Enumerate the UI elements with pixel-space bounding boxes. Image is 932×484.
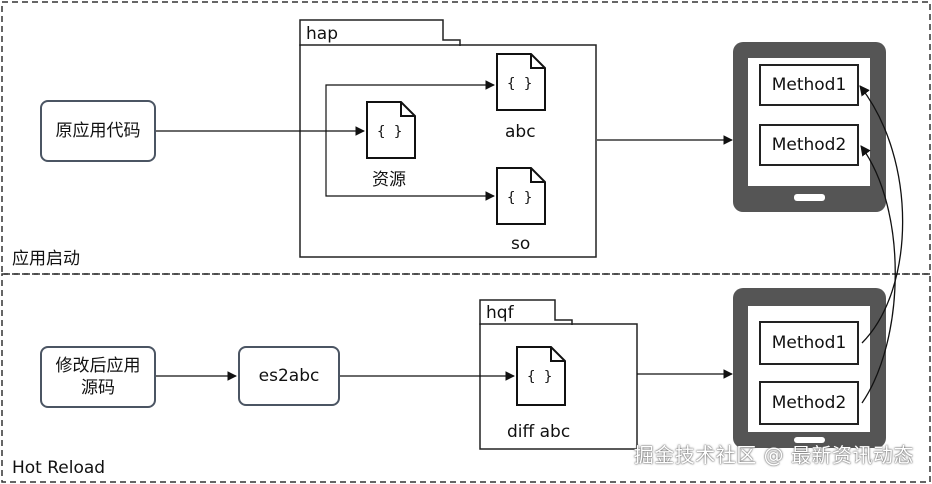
branch-to-so-arrow [325, 131, 495, 201]
top-method2-box: Method2 [759, 124, 859, 166]
so-file-label: so [511, 234, 531, 254]
bottom-method2-label: Method2 [771, 393, 847, 413]
hot-reload-section-frame [1, 273, 931, 483]
hot-reload-section-label: Hot Reload [12, 458, 106, 478]
hap-tab-label: hap [306, 24, 338, 44]
abc-file-icon [496, 53, 546, 111]
abc-file-glyph: { } [507, 76, 533, 92]
es2abc-box: es2abc [238, 346, 340, 406]
modified-source-box: 修改后应用 源码 [40, 346, 156, 408]
resource-file-icon [366, 101, 416, 159]
original-source-box: 原应用代码 [40, 100, 156, 162]
hap-tab-outline [299, 19, 461, 46]
bottom-method1-label: Method1 [771, 333, 847, 353]
abc-file-label: abc [505, 122, 536, 142]
so-file-glyph: { } [507, 190, 533, 206]
top-method1-box: Method1 [759, 64, 859, 106]
top-method2-label: Method2 [771, 135, 847, 155]
bottom-method2-box: Method2 [759, 381, 859, 425]
resource-file-label: 资源 [372, 170, 406, 190]
bottom-method1-box: Method1 [759, 321, 859, 365]
hqf-tab-outline [479, 299, 573, 325]
es2abc-label: es2abc [258, 366, 320, 386]
hap-package-frame [299, 44, 597, 258]
app-launch-section-label: 应用启动 [12, 249, 80, 269]
original-source-label: 原应用代码 [55, 121, 141, 141]
diff-abc-file-label: diff abc [507, 422, 571, 442]
diff-abc-file-glyph: { } [527, 369, 553, 385]
branch-to-abc-arrow [325, 80, 495, 131]
resource-file-glyph: { } [377, 124, 403, 140]
diff-abc-file-icon [516, 346, 566, 406]
reload-curve-method1 [859, 85, 904, 344]
reload-curve-method2 [860, 145, 896, 404]
hqf-package-frame [479, 323, 638, 450]
modified-source-label-line1: 修改后应用 [55, 356, 141, 376]
top-method1-label: Method1 [771, 75, 847, 95]
so-file-icon [496, 167, 546, 225]
modified-source-label-line2: 源码 [81, 378, 115, 398]
hqf-tab-label: hqf [486, 303, 514, 323]
watermark-text: 掘金技术社区 @ 最新资讯动态 [633, 443, 914, 467]
